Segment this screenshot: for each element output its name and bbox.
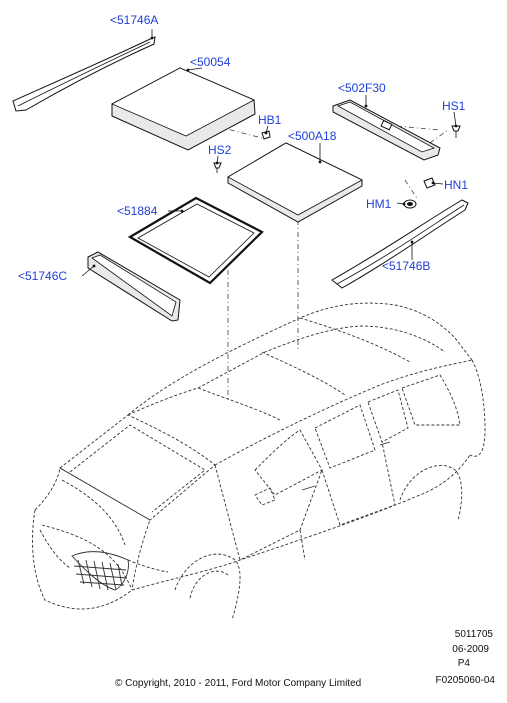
callout-hs2: HS2 [208, 143, 232, 157]
callout-51746a: <51746A [110, 13, 158, 27]
callout-hn1: HN1 [444, 178, 468, 192]
vehicle-outline [32, 302, 486, 621]
figure-code: F0205060-04 [436, 675, 496, 686]
callout-leaders [81, 29, 458, 277]
callout-hs1: HS1 [442, 99, 466, 113]
part-51884-glass-seal [127, 196, 264, 285]
callout-50054: <50054 [190, 55, 231, 69]
callout-51746c: <51746C [18, 269, 67, 283]
footer: 5011705 06-2009 P4 F0205060-04 © Copyrig… [115, 629, 495, 689]
ref-number: 5011705 [455, 629, 494, 640]
fastener-hn1 [423, 177, 436, 189]
callout-hb1: HB1 [258, 113, 282, 127]
diagram-date: 06-2009 [452, 644, 489, 655]
part-51746c-front-rail [87, 251, 181, 322]
part-502f30-roof-reinforcement [332, 99, 441, 161]
callout-labels: <51746A <50054 <502F30 HS1 HB1 <500A18 H… [18, 13, 468, 283]
callout-502f30: <502F30 [338, 81, 386, 95]
callout-51884: <51884 [117, 204, 158, 218]
fastener-hs1 [451, 125, 461, 138]
part-50054-headliner-panel [111, 67, 256, 151]
copyright-notice: © Copyright, 2010 - 2011, Ford Motor Com… [115, 678, 361, 689]
part-51746a-roof-rail [12, 36, 156, 112]
callout-500a18: <500A18 [288, 129, 337, 143]
part-51746b-side-rail [331, 199, 469, 289]
fastener-hm1 [403, 199, 417, 209]
fastener-hs2 [213, 162, 222, 173]
page-code: P4 [458, 658, 471, 669]
part-500a18-roof-glass [227, 142, 363, 223]
callout-51746b: <51746B [382, 259, 430, 273]
callout-hm1: HM1 [366, 197, 392, 211]
